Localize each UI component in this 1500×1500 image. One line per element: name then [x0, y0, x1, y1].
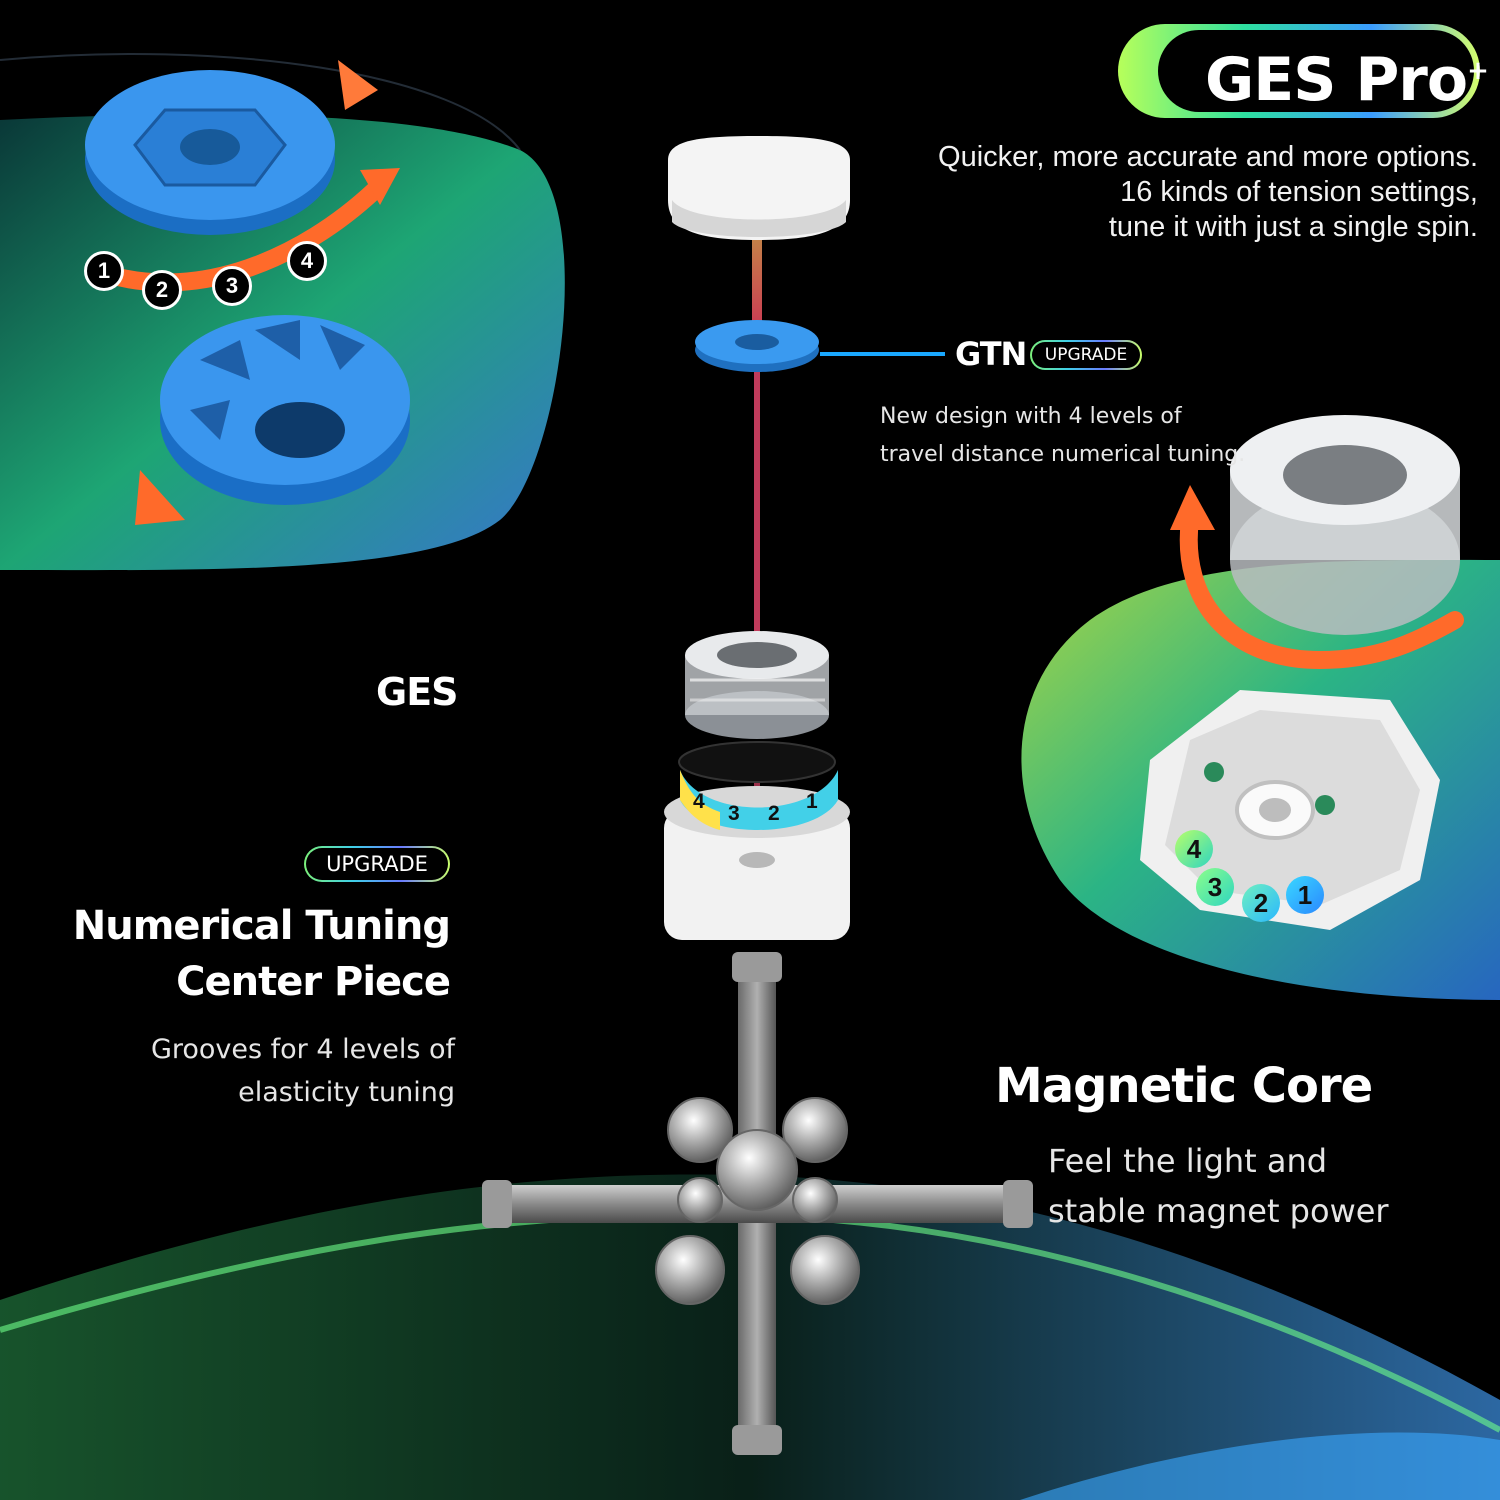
right-step-3: 3 [1196, 868, 1234, 906]
gtn-upgrade-tag: UPGRADE [1030, 340, 1142, 370]
gtn-label: GTN [955, 335, 1027, 373]
intro-line-3: tune it with just a single spin. [1108, 211, 1478, 243]
badge-title-sup: + [1467, 56, 1489, 86]
center-upgrade-text: UPGRADE [306, 848, 448, 880]
ges-label: GES [376, 670, 459, 714]
left-step-2: 2 [142, 270, 182, 310]
intro-line-2: 16 kinds of tension settings, [1120, 176, 1478, 208]
core-desc-line-1: Feel the light and [1048, 1142, 1328, 1180]
gtn-upgrade-text: UPGRADE [1032, 342, 1140, 368]
core-desc-line-2: stable magnet power [1048, 1192, 1389, 1230]
center-title-line-2: Center Piece [176, 959, 451, 1005]
ring-step-4: 4 [693, 790, 705, 813]
gtn-desc-line-2: travel distance numerical tuning. [880, 442, 1246, 467]
center-desc: Grooves for 4 levels of elasticity tunin… [151, 1028, 455, 1114]
right-step-2: 2 [1242, 884, 1280, 922]
core-desc: Feel the light and stable magnet power [1048, 1136, 1389, 1236]
intro-line-1: Quicker, more accurate and more options. [938, 141, 1478, 173]
center-desc-line-2: elasticity tuning [238, 1077, 455, 1108]
core-title: Magnetic Core [995, 1058, 1373, 1114]
center-title-line-1: Numerical Tuning [72, 903, 451, 949]
left-step-1: 1 [84, 251, 124, 291]
right-step-4: 4 [1175, 830, 1213, 868]
gtn-desc: New design with 4 levels of travel dista… [880, 398, 1245, 474]
left-step-4: 4 [287, 241, 327, 281]
right-step-1: 1 [1286, 876, 1324, 914]
badge-title: GES Pro+ [1205, 36, 1489, 115]
left-step-3: 3 [212, 266, 252, 306]
ring-step-3: 3 [728, 802, 740, 825]
center-desc-line-1: Grooves for 4 levels of [150, 1034, 455, 1065]
center-upgrade-tag: UPGRADE [304, 846, 450, 882]
center-title: Numerical Tuning Center Piece [72, 898, 451, 1010]
intro-block: Quicker, more accurate and more options.… [938, 140, 1478, 245]
badge-title-text: GES Pro [1205, 45, 1468, 115]
ring-step-2: 2 [768, 802, 780, 825]
gtn-desc-line-1: New design with 4 levels of [880, 404, 1182, 429]
ring-step-1: 1 [806, 790, 818, 813]
